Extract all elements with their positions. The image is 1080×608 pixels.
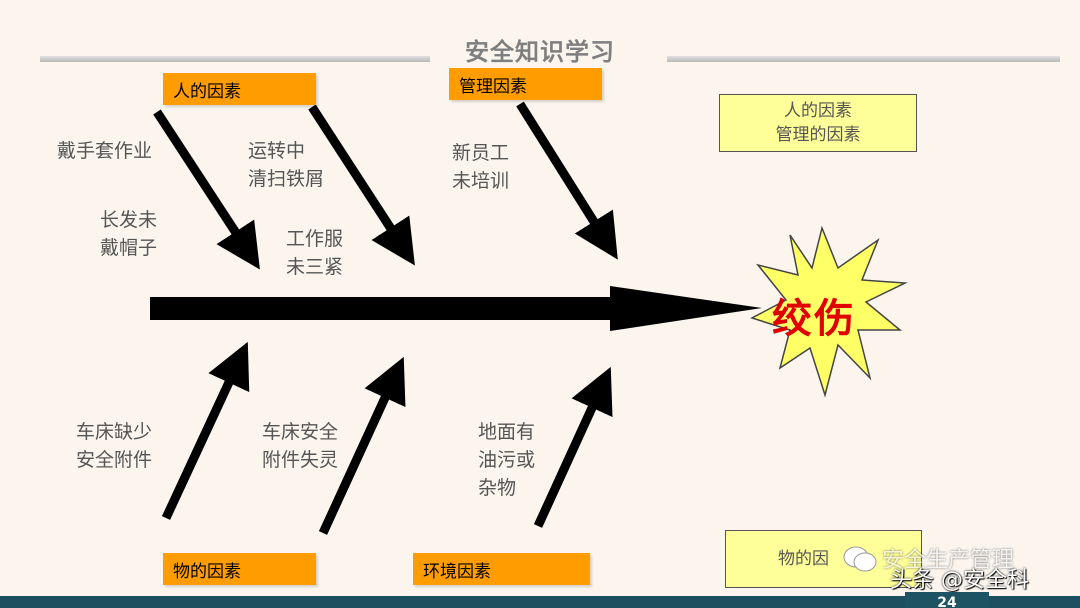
watermark-account: 安全生产管理 — [882, 548, 1015, 573]
effect-starburst — [750, 225, 908, 398]
note-top: 人的因素管理的因素 — [719, 94, 917, 152]
bone-cleaning — [308, 104, 415, 266]
category-environment: 环境因素 — [413, 553, 590, 585]
cause-missing-line2: 安全附件 — [76, 449, 153, 471]
bone-gloves — [153, 109, 260, 270]
wechat-icon — [842, 545, 878, 573]
cause-training-line2: 未培训 — [452, 170, 510, 192]
bone-missing — [161, 341, 250, 520]
cause-training-line1: 新员工 — [452, 142, 510, 164]
page-number: 24 — [905, 592, 989, 608]
cause-floor-line2: 油污或 — [478, 449, 536, 471]
cause-hair-line1: 长发未 — [100, 209, 158, 231]
note-bottom-text: 物的因 — [778, 549, 829, 569]
cause-uniform-line2: 未三紧 — [286, 256, 344, 278]
title-rule-left — [40, 56, 430, 62]
cause-floor: 地面有油污或杂物 — [478, 418, 535, 502]
footer-bar — [0, 596, 1080, 608]
cause-missing-line1: 车床缺少 — [76, 421, 153, 443]
cause-floor-line1: 地面有 — [478, 421, 536, 443]
cause-failed: 车床安全附件失灵 — [262, 418, 338, 474]
bone-training — [516, 101, 618, 260]
category-material: 物的因素 — [163, 553, 316, 585]
cause-failed-line1: 车床安全 — [262, 421, 339, 443]
category-management: 管理因素 — [449, 68, 602, 100]
cause-missing: 车床缺少安全附件 — [76, 418, 152, 474]
note-bottom: 物的因 — [725, 530, 922, 588]
spine — [150, 297, 612, 320]
cause-cleaning-line2: 清扫铁屑 — [248, 168, 325, 190]
effect-label: 绞伤 — [772, 296, 856, 342]
cause-cleaning-line1: 运转中 — [248, 140, 306, 162]
cause-hair-line2: 戴帽子 — [100, 237, 158, 259]
cause-gloves: 戴手套作业 — [57, 140, 153, 162]
title-rule-right — [667, 56, 1060, 62]
note-top-line1: 人的因素 — [784, 101, 852, 121]
bone-failed — [318, 356, 406, 535]
cause-uniform-line1: 工作服 — [286, 228, 344, 250]
page-title: 安全知识学习 — [465, 38, 615, 66]
cause-hair: 长发未戴帽子 — [100, 206, 157, 262]
watermark-toutiao: 头条 @安全科 — [890, 568, 1029, 593]
bone-floor — [533, 366, 613, 528]
cause-uniform: 工作服未三紧 — [286, 225, 343, 281]
cause-cleaning: 运转中清扫铁屑 — [248, 137, 324, 193]
cause-failed-line2: 附件失灵 — [262, 449, 339, 471]
spine-arrowhead — [610, 286, 762, 331]
cause-training: 新员工未培训 — [452, 139, 509, 195]
note-top-line2: 管理的因素 — [775, 125, 861, 145]
cause-floor-line3: 杂物 — [478, 477, 517, 499]
category-human: 人的因素 — [163, 73, 316, 105]
